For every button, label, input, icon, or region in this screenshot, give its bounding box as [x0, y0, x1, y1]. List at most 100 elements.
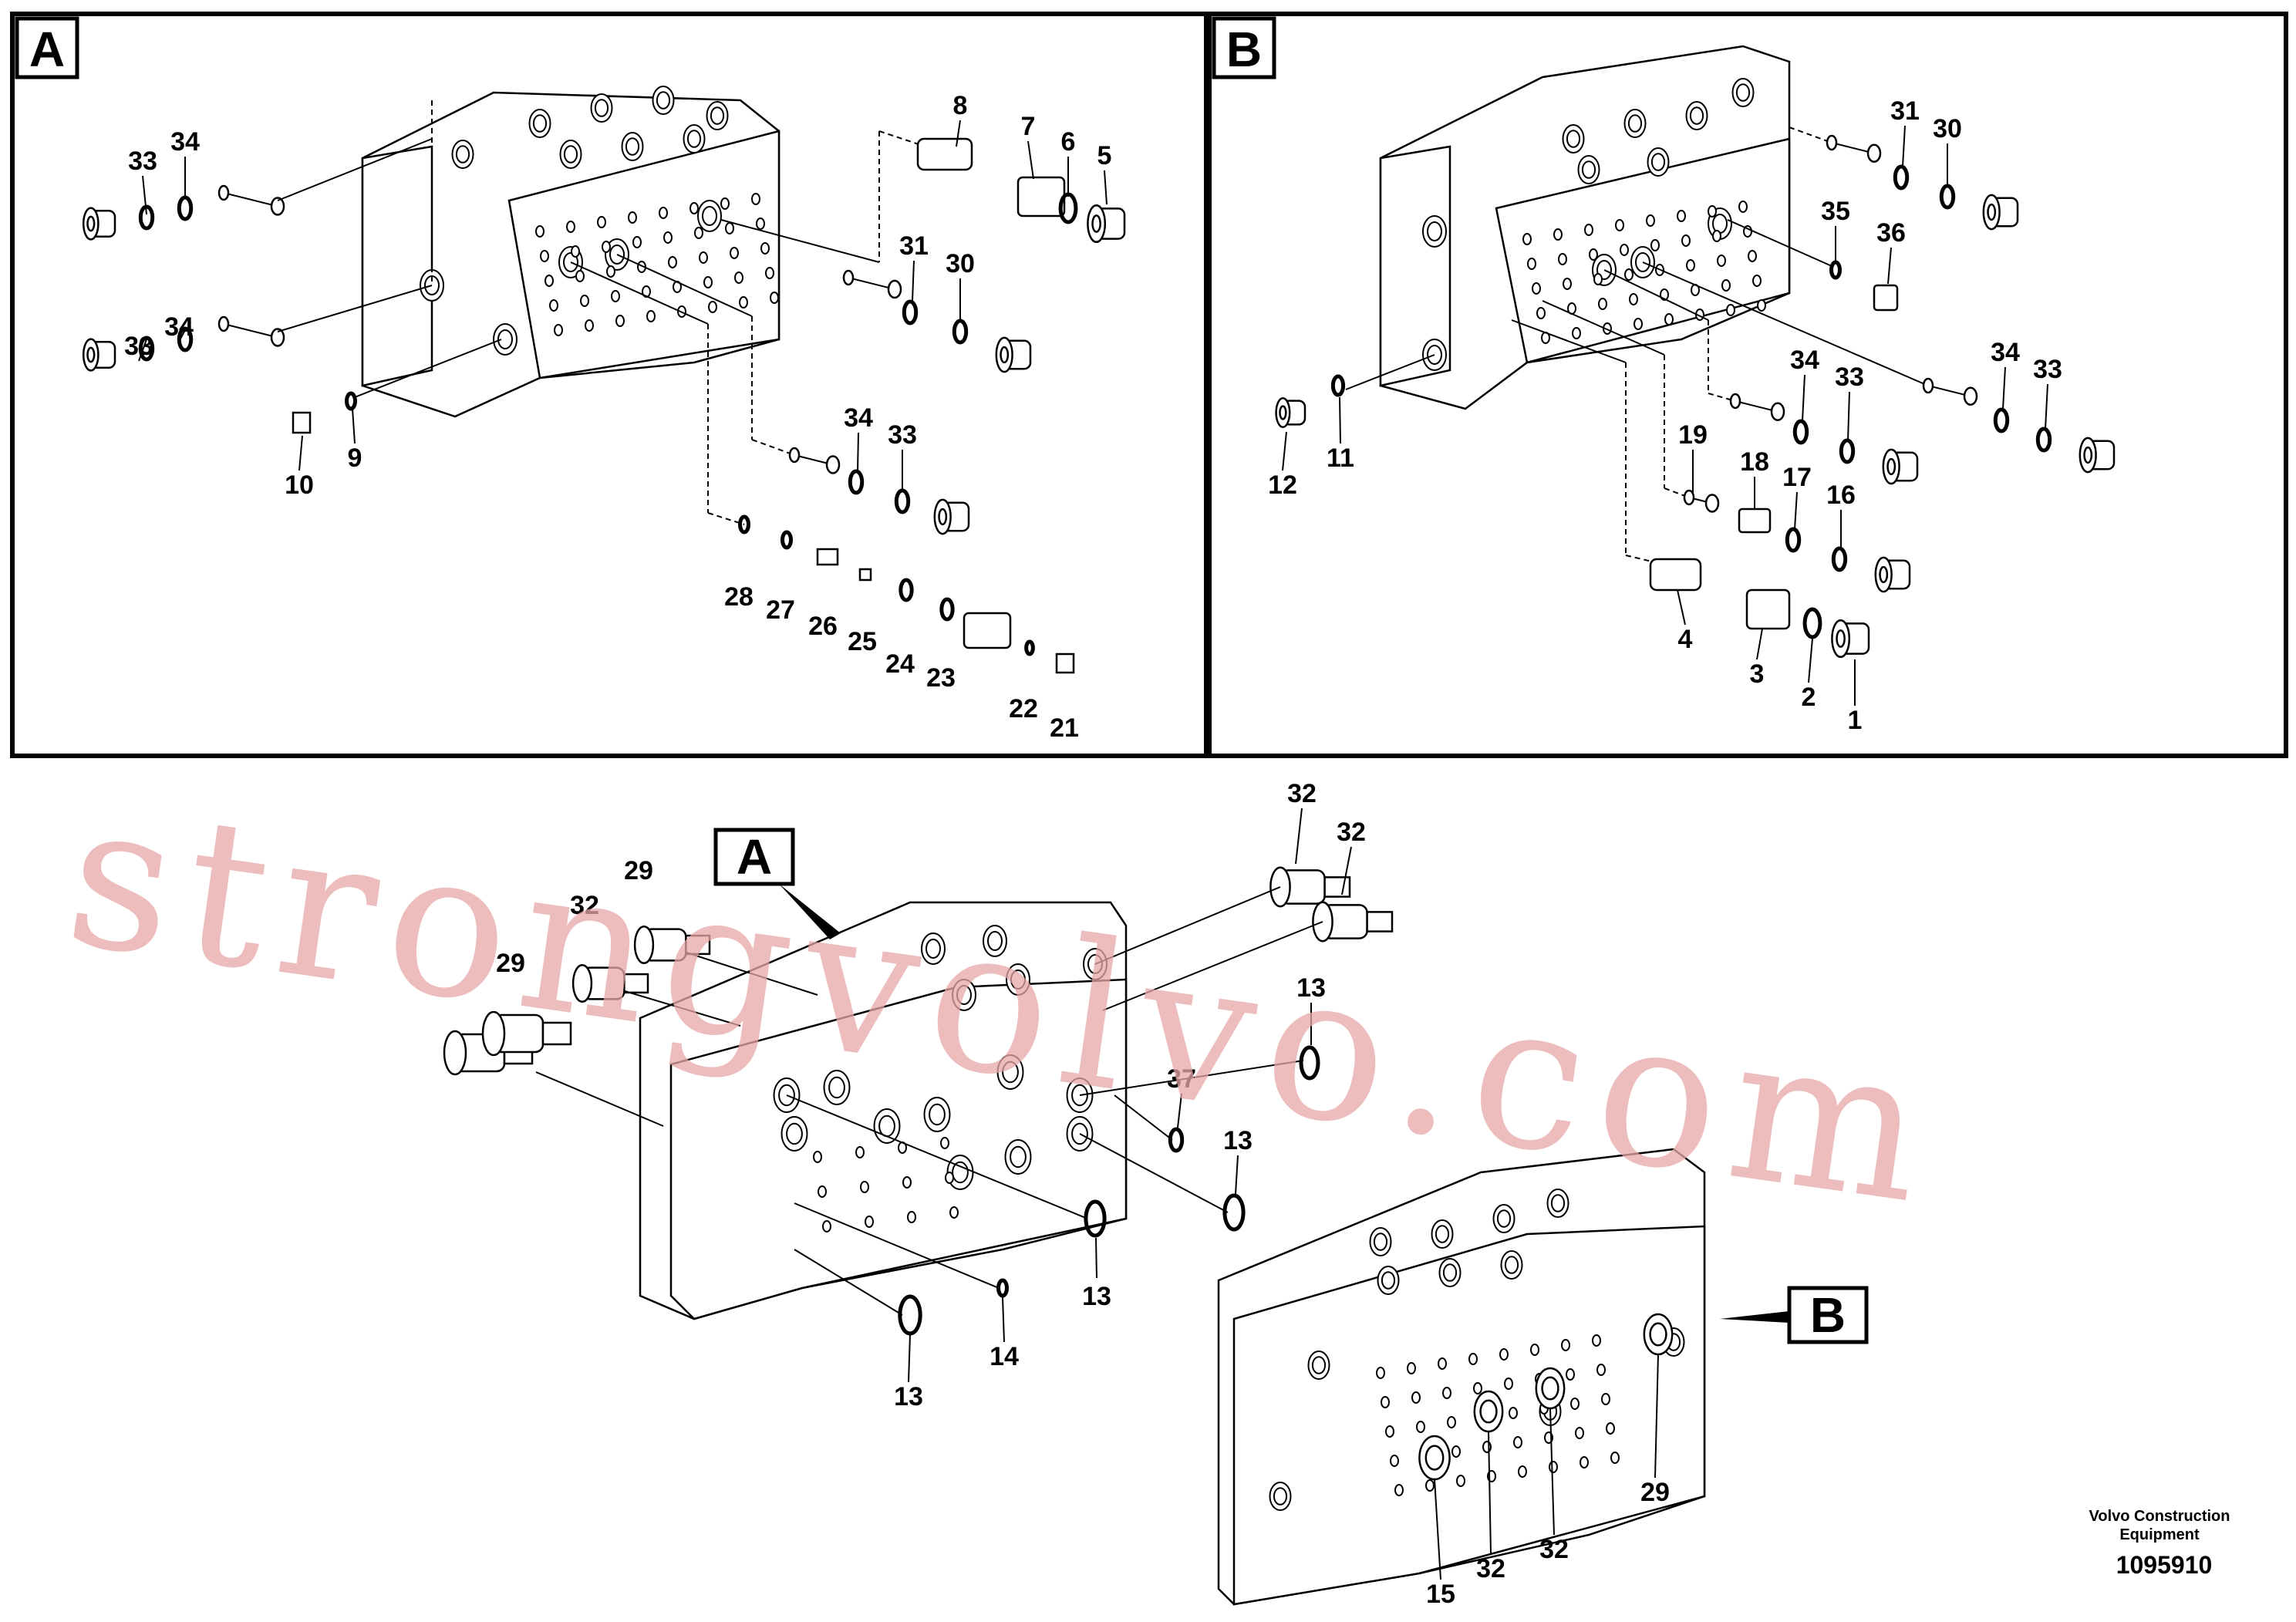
main-label-b-box: [1787, 1286, 1869, 1344]
panel-a-label-box: [15, 16, 79, 79]
main-pointer-b: [1720, 1311, 1789, 1323]
callout-main-14: 14: [990, 1342, 1019, 1371]
o-ring: [996, 1278, 1009, 1298]
callout-a-26: 26: [808, 612, 838, 641]
spool: [1729, 393, 1785, 421]
callout-main-13: 13: [1082, 1282, 1111, 1311]
o-ring: [898, 1294, 922, 1336]
o-ring: [138, 336, 155, 362]
main-pointer-a: [779, 884, 841, 939]
callout-b-2: 2: [1802, 683, 1816, 712]
plug: [1882, 448, 1919, 485]
o-ring: [1993, 407, 2010, 433]
spool: [842, 269, 902, 299]
callout-b-17: 17: [1782, 463, 1812, 492]
callout-b-35: 35: [1821, 197, 1850, 226]
callout-b-19: 19: [1678, 420, 1708, 450]
callout-a-9: 9: [348, 443, 362, 473]
callout-a-27: 27: [766, 595, 795, 625]
plug: [1874, 556, 1911, 593]
callout-a-7: 7: [1021, 112, 1036, 141]
callout-main-13: 13: [1296, 973, 1326, 1003]
o-ring: [1222, 1193, 1246, 1232]
spring-seat-4: [1649, 558, 1702, 592]
callout-b-3: 3: [1750, 659, 1765, 689]
callout-a-31: 31: [899, 231, 929, 261]
o-ring: [1299, 1045, 1320, 1081]
o-ring: [902, 299, 919, 325]
valve-body: [963, 612, 1012, 649]
footer-company-line2: Equipment: [2119, 1526, 2200, 1543]
plug: [995, 336, 1032, 373]
connector: [1269, 866, 1351, 908]
o-ring: [899, 578, 914, 602]
panel-b-label: B: [1226, 22, 1262, 77]
o-ring: [781, 530, 793, 550]
valve-block-b: [1379, 45, 1791, 410]
plug: [82, 207, 116, 241]
connector: [633, 925, 711, 965]
callout-main-37: 37: [1167, 1064, 1196, 1094]
o-ring: [1839, 438, 1856, 464]
plug: [2079, 437, 2116, 474]
callout-main-13: 13: [1223, 1126, 1253, 1155]
callout-a-25: 25: [848, 627, 877, 656]
callout-a-24: 24: [885, 649, 915, 679]
o-ring: [1802, 607, 1822, 639]
o-ring: [1829, 260, 1842, 280]
panel-b-label-box: [1212, 16, 1276, 79]
o-ring: [177, 326, 194, 352]
callout-b-34: 34: [1790, 346, 1819, 375]
plug: [1087, 204, 1126, 244]
main-label-a: A: [737, 829, 772, 885]
plug-36: [1873, 284, 1899, 312]
spool: [1683, 489, 1720, 513]
o-ring: [848, 469, 865, 495]
spring-3: [1745, 588, 1791, 630]
callout-b-33: 33: [1835, 363, 1864, 392]
callout-main-15: 15: [1426, 1580, 1455, 1609]
spring-seat: [916, 137, 973, 171]
plug: [1275, 397, 1306, 428]
callout-b-16: 16: [1826, 481, 1856, 510]
connector: [571, 963, 649, 1003]
main-label-a-box: [713, 828, 795, 886]
o-ring: [939, 597, 955, 622]
callout-a-21: 21: [1050, 713, 1079, 743]
plug: [1982, 194, 2019, 231]
plug: [933, 498, 970, 535]
o-ring: [2035, 427, 2052, 453]
spool: [217, 315, 285, 347]
main-label-b: B: [1810, 1287, 1846, 1343]
callout-main-32: 32: [570, 891, 599, 920]
callout-b-31: 31: [1890, 96, 1920, 126]
callout-a-34: 34: [164, 312, 194, 342]
callout-main-29: 29: [624, 856, 653, 885]
callout-a-33: 33: [128, 147, 157, 176]
ball: [858, 568, 872, 582]
o-ring: [1330, 374, 1346, 397]
callout-b-1: 1: [1848, 706, 1863, 735]
o-ring: [1792, 419, 1809, 445]
callout-a-8: 8: [953, 91, 968, 120]
footer-company-line1: Volvo Construction: [2089, 1508, 2230, 1525]
callout-b-18: 18: [1740, 447, 1769, 477]
callout-b-34: 34: [1991, 338, 2020, 367]
callout-main-32: 32: [1337, 818, 1366, 847]
o-ring: [1893, 164, 1910, 191]
cap: [1055, 653, 1075, 674]
connector: [481, 1010, 572, 1057]
callout-b-11: 11: [1327, 443, 1354, 473]
callout-a-28: 28: [724, 582, 754, 612]
callout-b-33: 33: [2033, 355, 2062, 384]
spring: [1017, 176, 1066, 218]
callout-a-5: 5: [1097, 141, 1112, 170]
spool: [217, 184, 285, 216]
callout-a-23: 23: [926, 663, 956, 693]
callout-a-22: 22: [1009, 694, 1038, 723]
panel-a-label: A: [29, 22, 65, 77]
small-plug: [292, 411, 312, 434]
callout-a-34: 34: [844, 403, 873, 433]
